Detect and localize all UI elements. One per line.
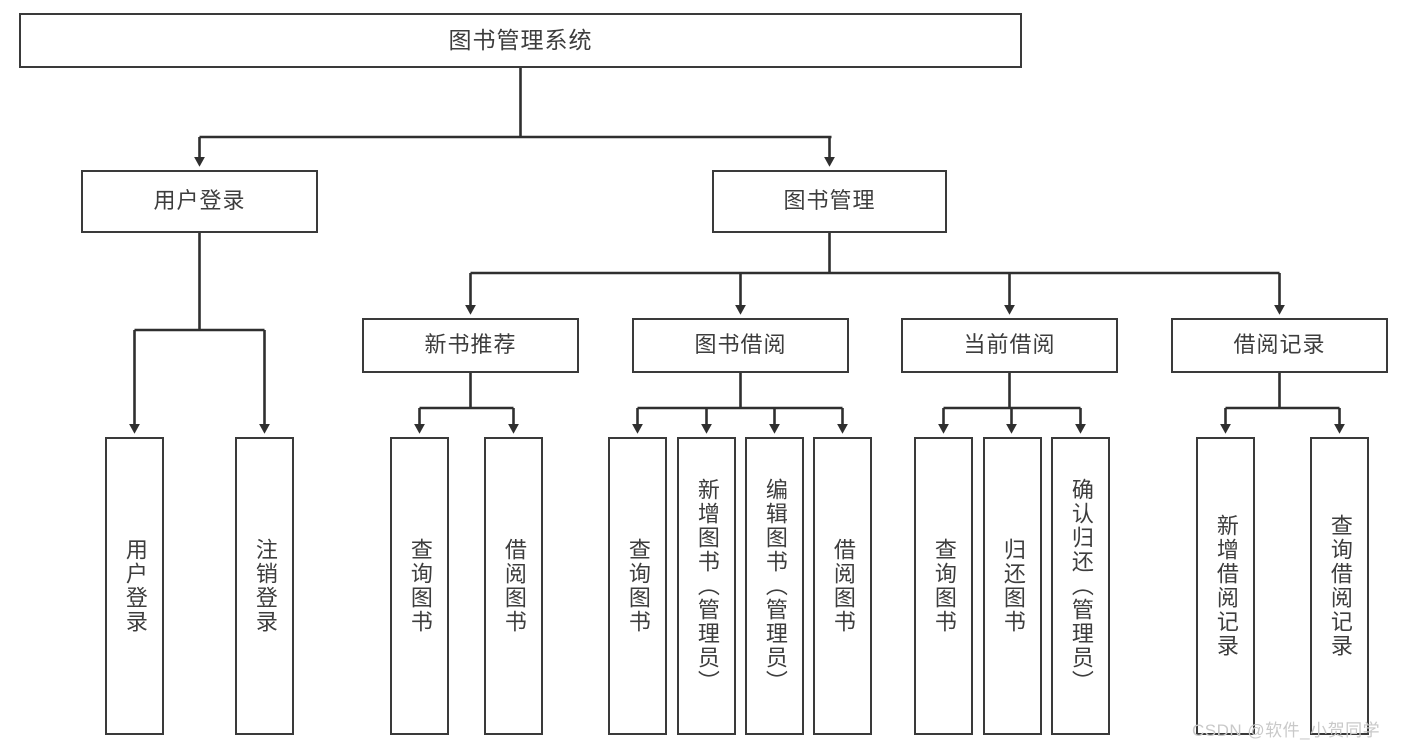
watermark: CSDN @软件_小贺同学	[1192, 721, 1381, 740]
leaf-borrow-query-book[interactable]: 查询图书	[608, 437, 667, 735]
leaf-current-query-book[interactable]: 查询图书	[914, 437, 973, 735]
node-label: 编辑图书（管理员）	[762, 478, 788, 694]
node-label: 借阅记录	[1233, 332, 1326, 358]
node-label: 图书管理系统	[448, 26, 593, 53]
leaf-user-logout[interactable]: 注销登录	[235, 437, 294, 735]
node-root-system[interactable]: 图书管理系统	[19, 13, 1022, 68]
node-book-borrow[interactable]: 图书借阅	[632, 318, 849, 373]
node-label: 查询图书	[625, 538, 651, 634]
leaf-record-query-borrow-record[interactable]: 查询借阅记录	[1310, 437, 1369, 735]
node-label: 借阅图书	[501, 538, 527, 634]
node-label: 查询图书	[407, 538, 433, 634]
leaf-current-return-book[interactable]: 归还图书	[983, 437, 1042, 735]
leaf-borrow-edit-book-admin[interactable]: 编辑图书（管理员）	[745, 437, 804, 735]
node-label: 当前借阅	[963, 332, 1056, 358]
node-label: 用户登录	[153, 188, 246, 214]
leaf-record-add-borrow-record[interactable]: 新增借阅记录	[1196, 437, 1255, 735]
node-user-login[interactable]: 用户登录	[81, 170, 318, 233]
leaf-borrow-borrow-book[interactable]: 借阅图书	[813, 437, 872, 735]
node-label: 查询借阅记录	[1327, 514, 1353, 658]
node-label: 归还图书	[1000, 538, 1026, 634]
node-book-management[interactable]: 图书管理	[712, 170, 947, 233]
node-borrow-record[interactable]: 借阅记录	[1171, 318, 1388, 373]
leaf-user-login[interactable]: 用户登录	[105, 437, 164, 735]
node-current-borrow[interactable]: 当前借阅	[901, 318, 1118, 373]
leaf-recommend-borrow-book[interactable]: 借阅图书	[484, 437, 543, 735]
node-label: 借阅图书	[830, 538, 856, 634]
node-label: 图书管理	[783, 188, 876, 214]
leaf-recommend-query-book[interactable]: 查询图书	[390, 437, 449, 735]
node-label: 查询图书	[931, 538, 957, 634]
node-label: 新书推荐	[424, 332, 517, 358]
node-label: 图书借阅	[694, 332, 787, 358]
node-label: 新增借阅记录	[1213, 514, 1239, 658]
node-label: 新增图书（管理员）	[694, 478, 720, 694]
leaf-current-confirm-return-admin[interactable]: 确认归还（管理员）	[1051, 437, 1110, 735]
node-label: 注销登录	[252, 538, 278, 634]
leaf-borrow-add-book-admin[interactable]: 新增图书（管理员）	[677, 437, 736, 735]
node-label: 用户登录	[122, 538, 148, 634]
node-new-book-recommend[interactable]: 新书推荐	[362, 318, 579, 373]
node-label: 确认归还（管理员）	[1068, 478, 1094, 694]
